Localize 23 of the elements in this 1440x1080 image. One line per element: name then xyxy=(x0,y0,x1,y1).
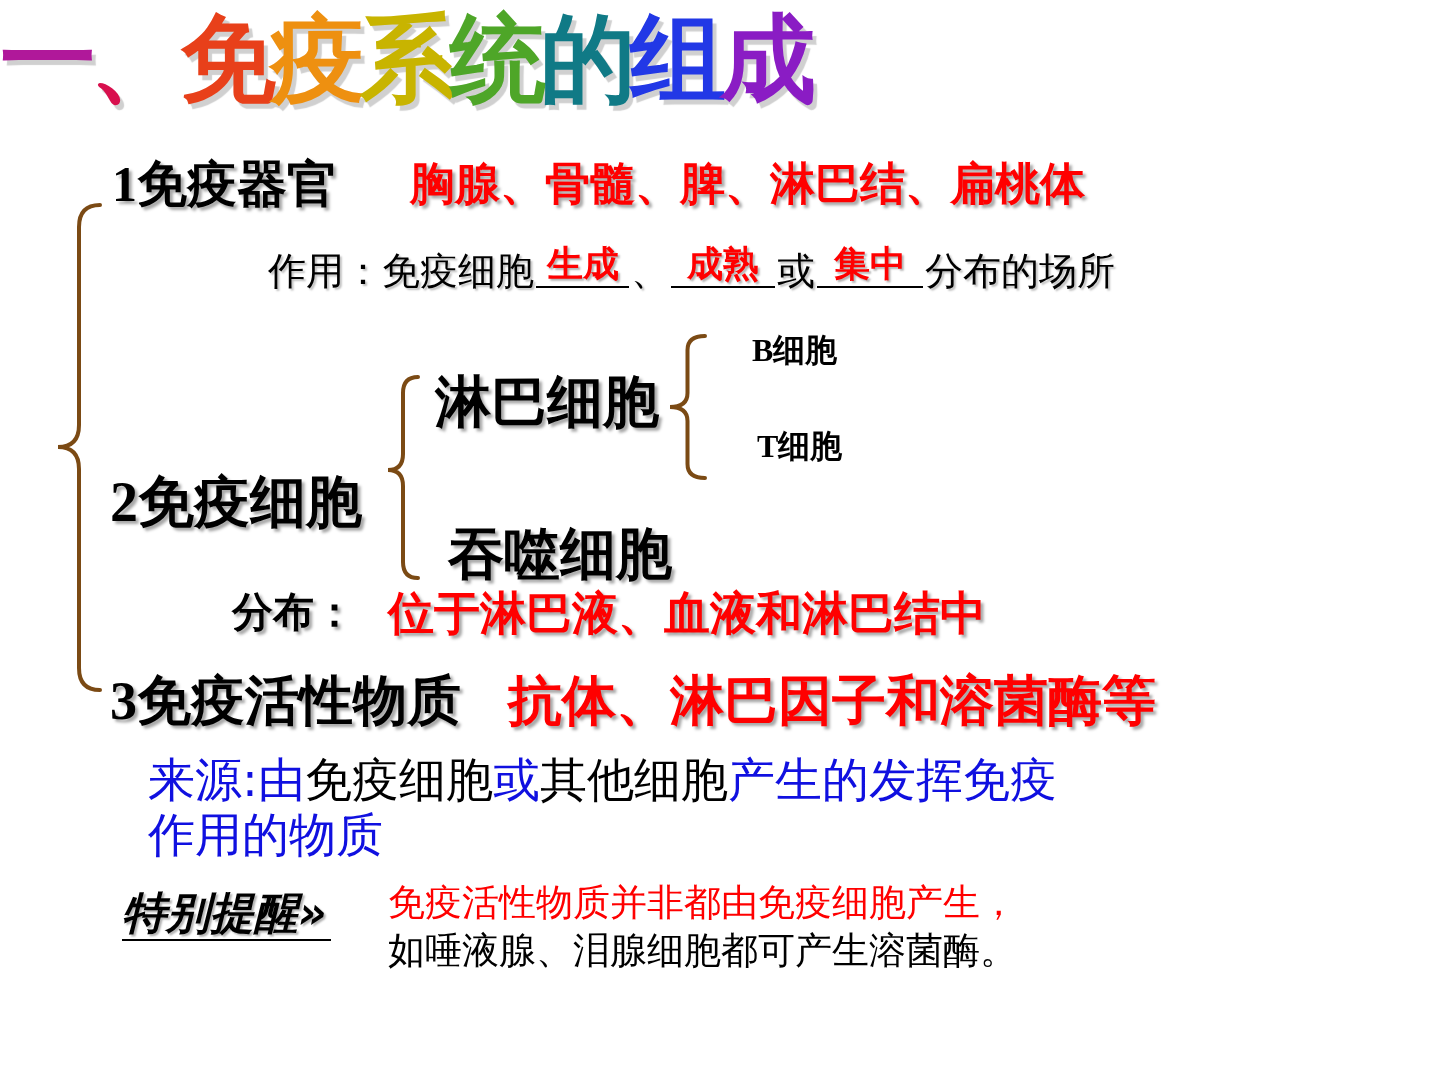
answer-text: 生成 xyxy=(545,244,620,284)
note-text: 如唾液腺、泪腺细胞都可产生溶菌酶。 xyxy=(388,930,1017,973)
subtype-label: B细胞 xyxy=(752,332,838,369)
subcategory-label: 吞噬细胞 xyxy=(448,522,672,587)
answer-text: 胸腺、骨髓、脾、淋巴结、扁桃体 xyxy=(410,158,1085,210)
reminder-heading: 特别提醒» xyxy=(122,888,331,941)
separator-text: 、 xyxy=(631,248,669,294)
sentence-text: 作用：免疫细胞 xyxy=(268,248,534,294)
answer-text: 集中 xyxy=(833,244,907,284)
category-heading: 3免疫活性物质 xyxy=(110,670,461,733)
subtype-label: T细胞 xyxy=(757,428,843,465)
slide-title: 一、免疫系统的组成 xyxy=(0,4,810,115)
definition-text: 来源:由免疫细胞或其他细胞产生的发挥免疫作用的物质 xyxy=(148,752,1058,863)
answer-text: 位于淋巴液、血液和淋巴结中 xyxy=(388,588,986,641)
subcategory-label: 淋巴细胞 xyxy=(435,370,659,435)
answer-text: 抗体、淋巴因子和溶菌酶等 xyxy=(508,670,1156,733)
field-label: 分布： xyxy=(232,589,355,637)
conjunction-text: 或 xyxy=(777,248,815,294)
note-text: 免疫活性物质并非都由免疫细胞产生， xyxy=(388,882,1017,925)
category-heading: 1免疫器官 xyxy=(112,156,337,214)
sentence-text: 分布的场所 xyxy=(925,248,1115,294)
answer-text: 成熟 xyxy=(686,244,760,284)
category-heading: 2免疫细胞 xyxy=(110,470,362,535)
